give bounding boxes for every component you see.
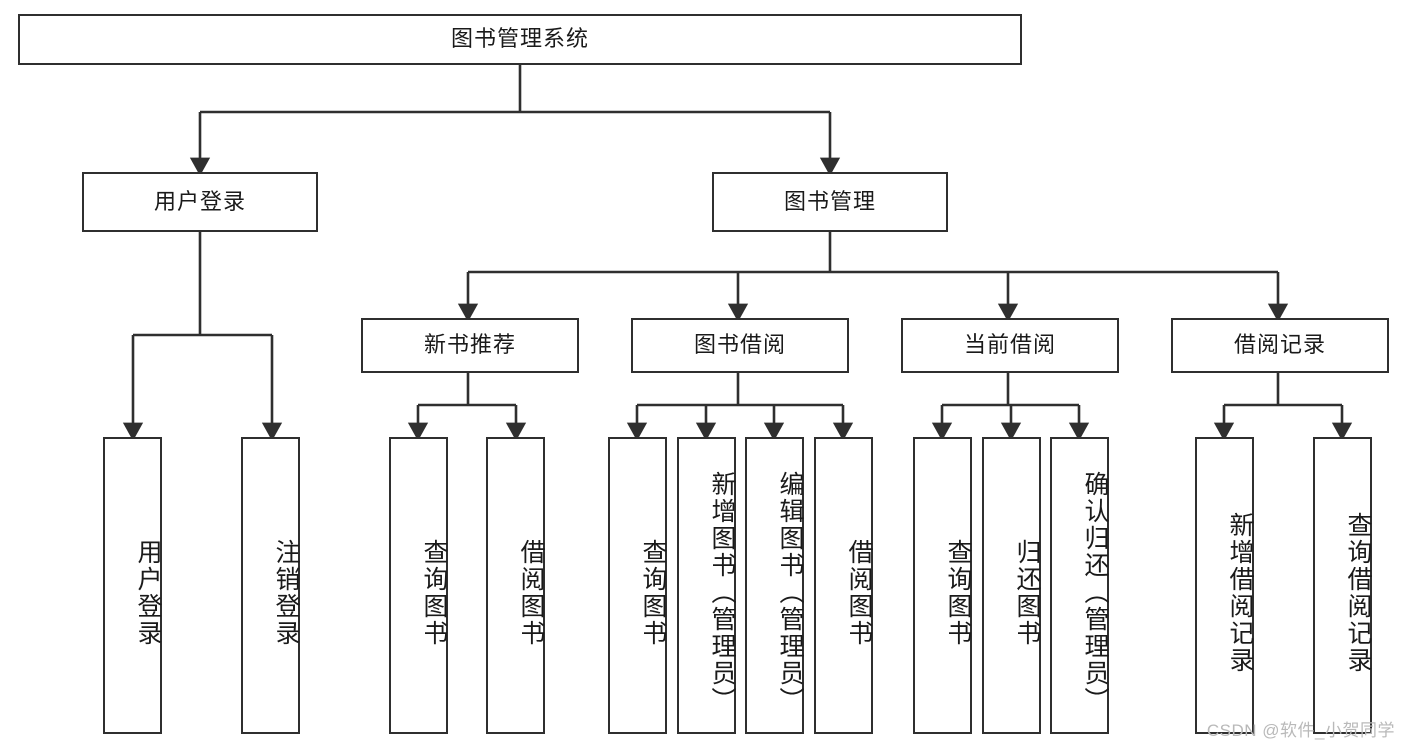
node-current-borrow[interactable]: 当前借阅: [901, 318, 1119, 373]
node-borrow-record[interactable]: 借阅记录: [1171, 318, 1389, 373]
leaf-label: 新增图书（管理员）: [708, 471, 736, 714]
leaf-node[interactable]: 借阅图书: [486, 437, 545, 734]
leaf-node[interactable]: 查询借阅记录: [1313, 437, 1372, 734]
csdn-watermark: CSDN @软件_小贺同学: [1206, 721, 1395, 740]
leaf-label: 查询借阅记录: [1344, 511, 1372, 674]
leaf-label: 借阅图书: [845, 538, 873, 647]
leaf-node[interactable]: 查询图书: [389, 437, 448, 734]
leaf-label: 用户登录: [134, 538, 162, 647]
leaf-label: 新增借阅记录: [1226, 511, 1254, 674]
leaf-node[interactable]: 注销登录: [241, 437, 300, 734]
node-user-login[interactable]: 用户登录: [82, 172, 318, 232]
node-book-borrow[interactable]: 图书借阅: [631, 318, 849, 373]
node-new-book-recommend[interactable]: 新书推荐: [361, 318, 579, 373]
leaf-label: 借阅图书: [517, 538, 545, 647]
leaf-label: 注销登录: [272, 538, 300, 647]
leaf-node[interactable]: 查询图书: [608, 437, 667, 734]
leaf-node[interactable]: 查询图书: [913, 437, 972, 734]
leaf-label: 编辑图书（管理员）: [776, 471, 804, 714]
leaf-node[interactable]: 用户登录: [103, 437, 162, 734]
leaf-node[interactable]: 借阅图书: [814, 437, 873, 734]
leaf-node[interactable]: 新增图书（管理员）: [677, 437, 736, 734]
leaf-node[interactable]: 确认归还（管理员）: [1050, 437, 1109, 734]
node-book-management[interactable]: 图书管理: [712, 172, 948, 232]
leaf-node[interactable]: 新增借阅记录: [1195, 437, 1254, 734]
leaf-label: 确认归还（管理员）: [1081, 471, 1109, 714]
leaf-label: 查询图书: [639, 538, 667, 647]
leaf-node[interactable]: 归还图书: [982, 437, 1041, 734]
leaf-node[interactable]: 编辑图书（管理员）: [745, 437, 804, 734]
leaf-label: 查询图书: [420, 538, 448, 647]
node-root-system[interactable]: 图书管理系统: [18, 14, 1022, 65]
leaf-label: 归还图书: [1013, 538, 1041, 647]
leaf-label: 查询图书: [944, 538, 972, 647]
